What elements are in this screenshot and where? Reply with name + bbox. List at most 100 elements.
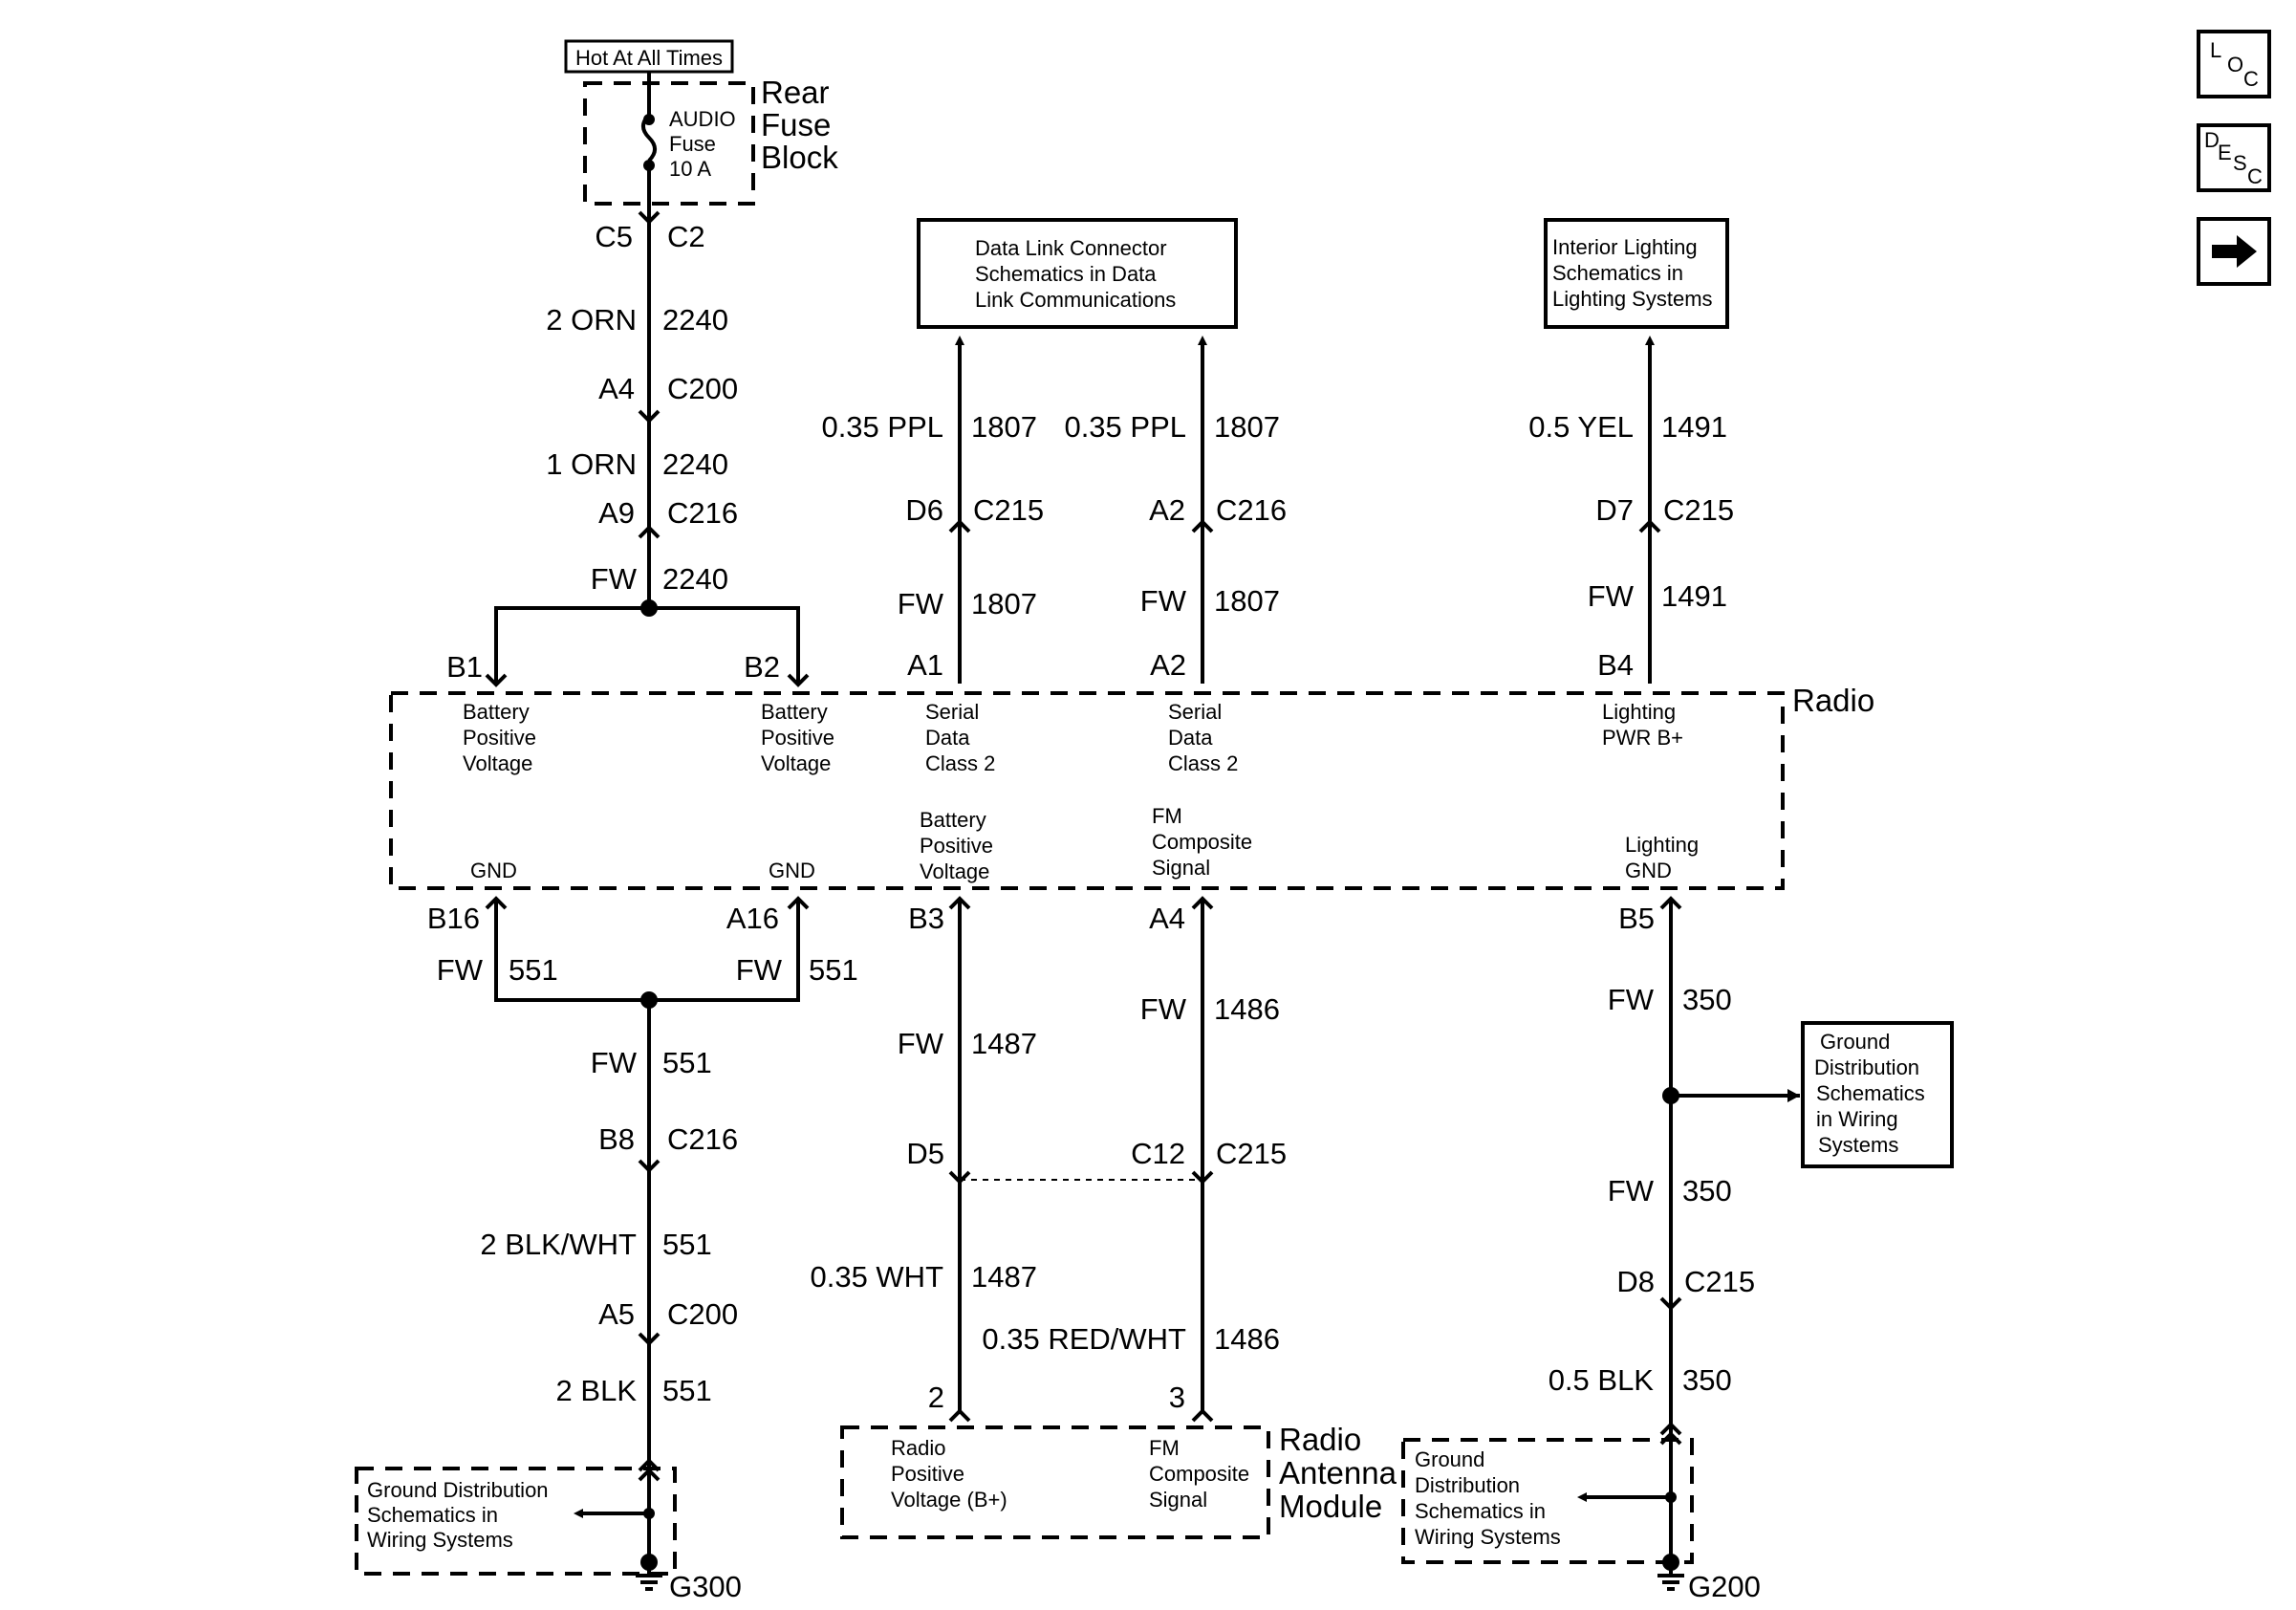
svg-text:A4: A4 <box>1149 902 1185 935</box>
svg-text:Link Communications: Link Communications <box>975 288 1176 312</box>
svg-text:551: 551 <box>509 953 558 987</box>
svg-text:Systems: Systems <box>1818 1133 1898 1157</box>
fuse-word: Fuse <box>669 132 716 156</box>
svg-text:Schematics in: Schematics in <box>1415 1499 1546 1523</box>
arrow-left-icon <box>1787 1089 1800 1102</box>
svg-text:0.35 PPL: 0.35 PPL <box>821 410 943 444</box>
svg-text:Ground: Ground <box>1820 1030 1890 1054</box>
svg-text:FM: FM <box>1152 804 1182 828</box>
svg-text:1491: 1491 <box>1661 410 1727 444</box>
svg-text:B3: B3 <box>908 902 944 935</box>
right-arrow-icon <box>2212 235 2257 268</box>
svg-text:D8: D8 <box>1616 1265 1655 1298</box>
svg-text:350: 350 <box>1682 1174 1732 1208</box>
svg-text:Schematics in: Schematics in <box>367 1503 498 1527</box>
svg-text:Signal: Signal <box>1149 1488 1207 1512</box>
fuse-section: Hot At All Times AUDIO Fuse 10 A Rear Fu… <box>564 39 838 206</box>
svg-text:FW: FW <box>1588 579 1635 613</box>
svg-text:D7: D7 <box>1595 493 1634 527</box>
svg-text:1807: 1807 <box>971 410 1037 444</box>
svg-text:FW: FW <box>1140 584 1187 618</box>
radio-antenna-module-outline <box>840 1425 1270 1539</box>
svg-text:Antenna: Antenna <box>1279 1455 1397 1490</box>
svg-text:A2: A2 <box>1149 493 1185 527</box>
lighting-power-wire: 0.5 YEL 1491 D7 C215 FW 1491 B4 <box>1528 336 1734 684</box>
svg-text:551: 551 <box>662 1228 712 1261</box>
ground-distribution-side-box <box>1801 1021 1954 1168</box>
ground-id-g200: G200 <box>1688 1570 1761 1603</box>
svg-text:Serial: Serial <box>1168 700 1222 724</box>
rear-fuse-block-label-2: Fuse <box>761 107 831 142</box>
rear-fuse-block-label-1: Rear <box>761 75 830 110</box>
svg-text:in Wiring: in Wiring <box>1816 1107 1898 1131</box>
antenna-circuit: B3 A4 FW 1487 FW 1486 D5 C12 C215 0.35 W… <box>810 896 1397 1539</box>
svg-text:Data: Data <box>1168 726 1213 750</box>
svg-text:2 BLK/WHT: 2 BLK/WHT <box>480 1228 637 1261</box>
svg-text:Data: Data <box>925 726 970 750</box>
svg-text:A2: A2 <box>1150 648 1186 682</box>
svg-text:Class 2: Class 2 <box>925 751 995 775</box>
svg-text:1807: 1807 <box>1214 584 1280 618</box>
svg-text:551: 551 <box>662 1374 712 1407</box>
svg-text:FW: FW <box>437 953 484 987</box>
svg-text:Voltage (B+): Voltage (B+) <box>891 1488 1007 1512</box>
svg-text:Data Link Connector: Data Link Connector <box>975 236 1167 260</box>
svg-text:Schematics: Schematics <box>1816 1081 1925 1105</box>
loc-button[interactable]: L O C <box>2197 30 2271 98</box>
svg-text:C215: C215 <box>1684 1265 1755 1298</box>
svg-text:B8: B8 <box>598 1122 635 1156</box>
svg-text:B5: B5 <box>1618 902 1655 935</box>
svg-text:FW: FW <box>1608 983 1655 1016</box>
interior-lighting-box: Interior Lighting Schematics in Lighting… <box>1544 218 1729 329</box>
svg-text:C: C <box>2243 67 2259 91</box>
svg-text:3: 3 <box>1169 1381 1185 1414</box>
svg-text:Lighting: Lighting <box>1602 700 1676 724</box>
svg-text:Lighting: Lighting <box>1625 833 1699 857</box>
svg-text:0.35 RED/WHT: 0.35 RED/WHT <box>982 1322 1186 1356</box>
pin-a4: A4 <box>598 372 635 405</box>
svg-text:1487: 1487 <box>971 1260 1037 1294</box>
svg-text:E: E <box>2218 141 2232 164</box>
svg-text:2: 2 <box>928 1381 944 1414</box>
svg-text:Voltage: Voltage <box>920 859 989 883</box>
svg-text:1491: 1491 <box>1661 579 1727 613</box>
radio-label: Radio <box>1792 683 1874 718</box>
connector-c2: C2 <box>667 220 705 253</box>
svg-text:FW: FW <box>591 1046 638 1079</box>
svg-text:Wiring Systems: Wiring Systems <box>1415 1525 1561 1549</box>
svg-text:FW: FW <box>1608 1174 1655 1208</box>
svg-text:Positive: Positive <box>920 834 993 858</box>
desc-button[interactable]: D E S C <box>2197 123 2271 192</box>
pin-b2: B2 <box>744 650 780 684</box>
wire-gauge: FW <box>591 562 638 596</box>
svg-text:0.5 YEL: 0.5 YEL <box>1528 410 1634 444</box>
svg-text:Serial: Serial <box>925 700 979 724</box>
ground-distribution-box-left <box>355 1467 677 1576</box>
wire-circuit: 2240 <box>662 303 728 337</box>
pin-b1: B1 <box>446 650 483 684</box>
svg-text:0.35 PPL: 0.35 PPL <box>1064 410 1186 444</box>
hot-at-all-times-label: Hot At All Times <box>575 46 723 70</box>
left-feed-wire: C5 C2 2 ORN 2240 A4 C200 1 ORN 2240 A9 C… <box>446 204 810 687</box>
svg-text:Battery: Battery <box>920 808 986 832</box>
svg-text:Voltage: Voltage <box>761 751 831 775</box>
svg-text:Schematics in Data: Schematics in Data <box>975 262 1157 286</box>
svg-text:Interior Lighting: Interior Lighting <box>1552 235 1698 259</box>
svg-text:C216: C216 <box>1216 493 1287 527</box>
svg-text:C215: C215 <box>1216 1137 1287 1170</box>
svg-text:2 BLK: 2 BLK <box>556 1374 638 1407</box>
wire-gauge: 1 ORN <box>546 447 637 481</box>
next-button[interactable] <box>2197 217 2271 286</box>
svg-text:Ground Distribution: Ground Distribution <box>367 1478 549 1502</box>
svg-text:1487: 1487 <box>971 1027 1037 1060</box>
svg-text:Distribution: Distribution <box>1415 1473 1520 1497</box>
svg-text:Composite: Composite <box>1149 1462 1249 1486</box>
svg-text:Battery: Battery <box>463 700 530 724</box>
svg-text:Distribution: Distribution <box>1814 1055 1919 1079</box>
fuse-rating: 10 A <box>669 157 711 181</box>
svg-text:GND: GND <box>1625 859 1672 882</box>
svg-text:C200: C200 <box>667 1297 738 1331</box>
svg-text:GND: GND <box>769 859 815 882</box>
svg-text:Class 2: Class 2 <box>1168 751 1238 775</box>
